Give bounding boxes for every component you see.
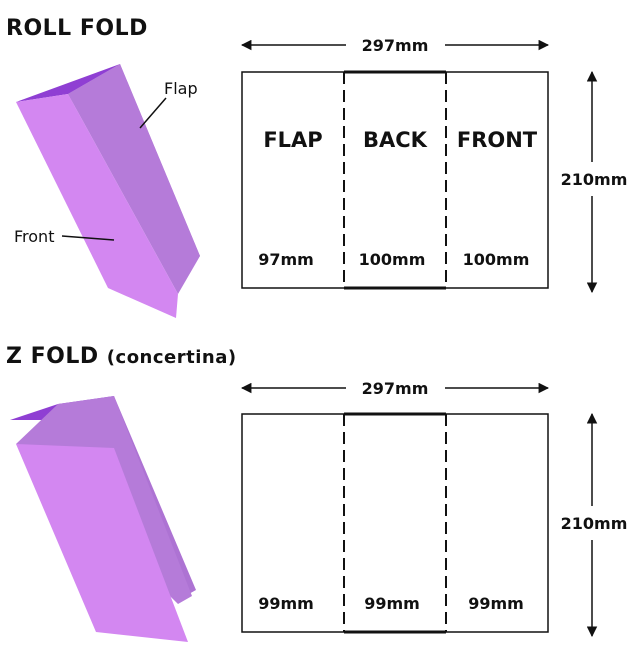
panel-width-front: 100mm <box>463 250 530 269</box>
z-fold-illustration <box>10 396 196 642</box>
panel-label-back: BACK <box>363 128 428 152</box>
roll-fold-title: ROLL FOLD <box>6 16 148 41</box>
z-panel-width-1: 99mm <box>258 594 314 613</box>
panel-label-front: FRONT <box>457 128 538 152</box>
front-callout-line <box>61 235 115 241</box>
roll-fold-layout <box>240 39 598 294</box>
z-fold-front-panel <box>16 444 188 642</box>
z-panel-width-2: 99mm <box>364 594 420 613</box>
roll-fold-illustration <box>16 64 200 318</box>
z-panel-width-3: 99mm <box>468 594 524 613</box>
panel-label-flap: FLAP <box>263 128 322 152</box>
z-fold-width-dim: 297mm <box>362 379 429 398</box>
roll-fold-front-panel <box>16 94 178 318</box>
front-callout: Front <box>14 227 54 246</box>
roll-fold-height-dim: 210mm <box>561 170 628 189</box>
z-fold-subtitle: (concertina) <box>106 347 237 368</box>
panel-width-back: 100mm <box>359 250 426 269</box>
panel-width-flap: 97mm <box>258 250 314 269</box>
roll-fold-top-crease <box>16 64 120 102</box>
z-fold-layout <box>240 382 598 638</box>
flap-callout: Flap <box>164 79 198 98</box>
z-fold-height-dim: 210mm <box>561 514 628 533</box>
z-fold-title: Z FOLD (concertina) <box>6 344 237 369</box>
roll-fold-flap-panel <box>68 64 200 294</box>
roll-fold-width-dim: 297mm <box>362 36 429 55</box>
flap-callout-line <box>139 97 167 129</box>
z-fold-title-main: Z FOLD <box>6 344 99 369</box>
